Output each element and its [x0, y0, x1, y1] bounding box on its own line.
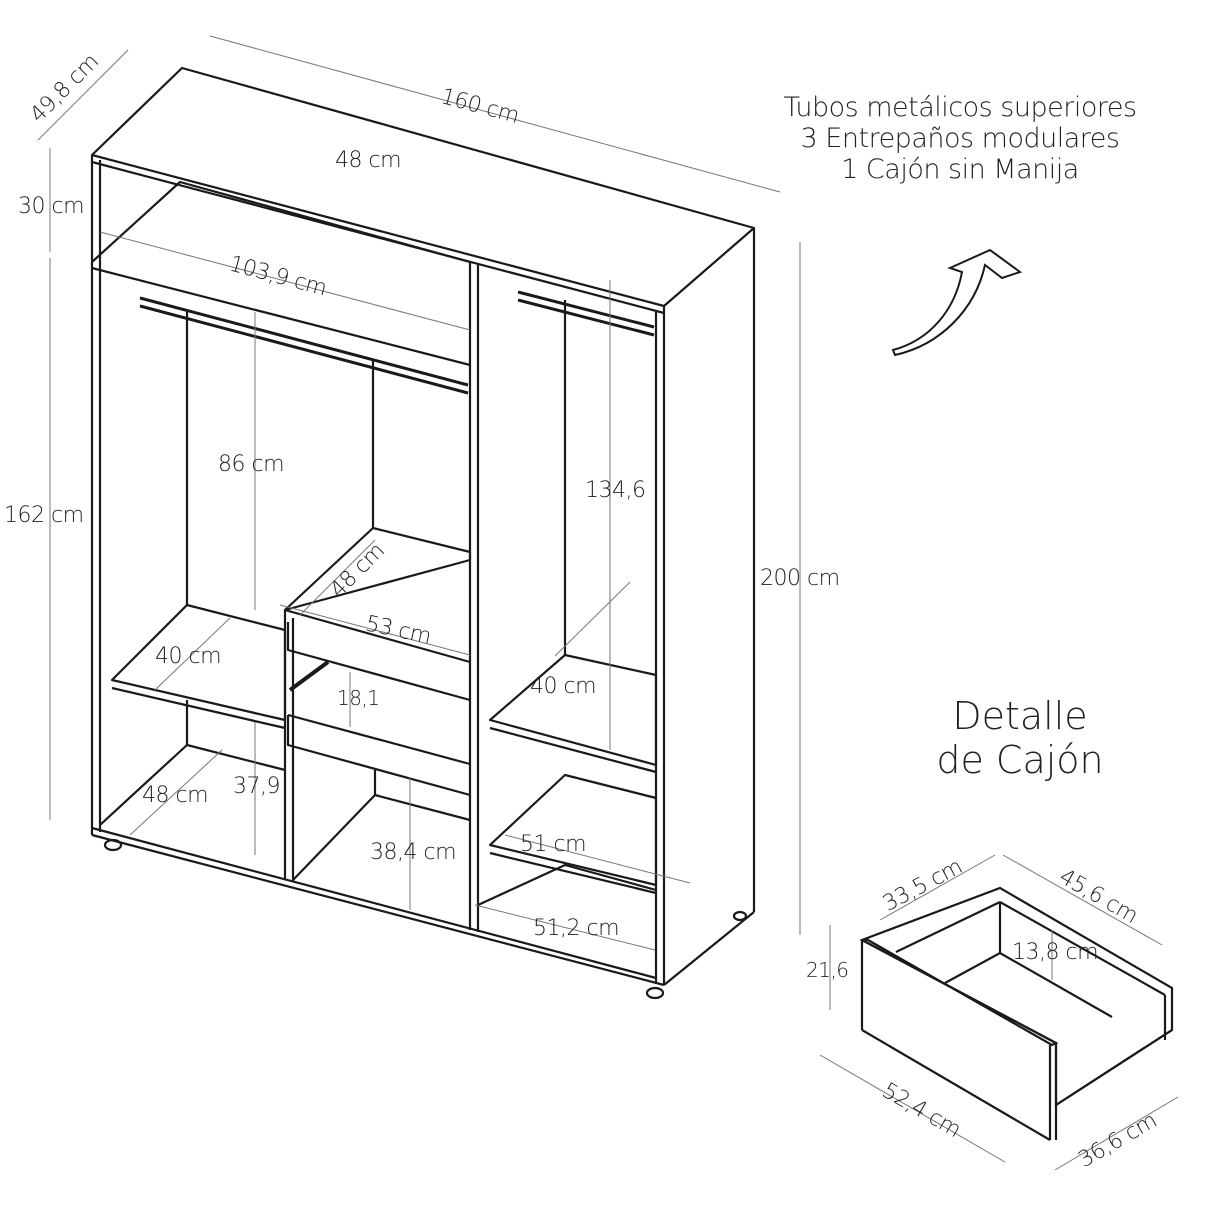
feature-drawer: 1 Cajón sin Manija — [841, 154, 1079, 186]
dim-total-height: 200 cm — [760, 566, 840, 591]
dimension-lines — [37, 35, 801, 951]
dim-right-shelf-width: 51 cm — [520, 832, 587, 857]
drawer-dimension-lines — [819, 854, 1179, 1171]
dim-right-shelf-depth: 40 cm — [530, 674, 597, 699]
dim-hanging-left: 86 cm — [218, 452, 285, 477]
drawer-detail-title: Detalle de Cajón — [920, 694, 1120, 782]
dim-drawer-inner-height: 13,8 cm — [1012, 940, 1099, 965]
drawer-title-line2: de Cajón — [936, 737, 1104, 782]
dim-drawer-front-height: 21,6 — [806, 958, 849, 982]
dim-drawer-opening: 18,1 — [337, 686, 380, 710]
dim-left-shelf-depth: 40 cm — [155, 644, 222, 669]
dim-hanging-right: 134,6 — [585, 478, 646, 503]
dim-center-bottom-height: 38,4 cm — [370, 840, 457, 865]
dim-top-depth: 48 cm — [335, 148, 402, 173]
drawer-detail — [859, 886, 1174, 1141]
drawer-title-line1: Detalle — [952, 694, 1088, 738]
dim-left-bottom-depth: 48 cm — [142, 783, 209, 808]
dim-body-height: 162 cm — [4, 503, 84, 528]
feature-rods: Tubos metálicos superiores — [783, 92, 1137, 123]
dim-right-bottom-width: 51,2 cm — [533, 916, 620, 941]
features-note: Tubos metálicos superiores 3 Entrepaños … — [780, 92, 1140, 185]
dim-left-bottom-height: 37,9 — [233, 774, 280, 799]
feature-shelves: 3 Entrepaños modulares — [800, 123, 1120, 155]
wardrobe-outline — [90, 66, 756, 1000]
curved-arrow-icon — [891, 248, 1023, 357]
dim-top-compartment-height: 30 cm — [18, 194, 85, 219]
